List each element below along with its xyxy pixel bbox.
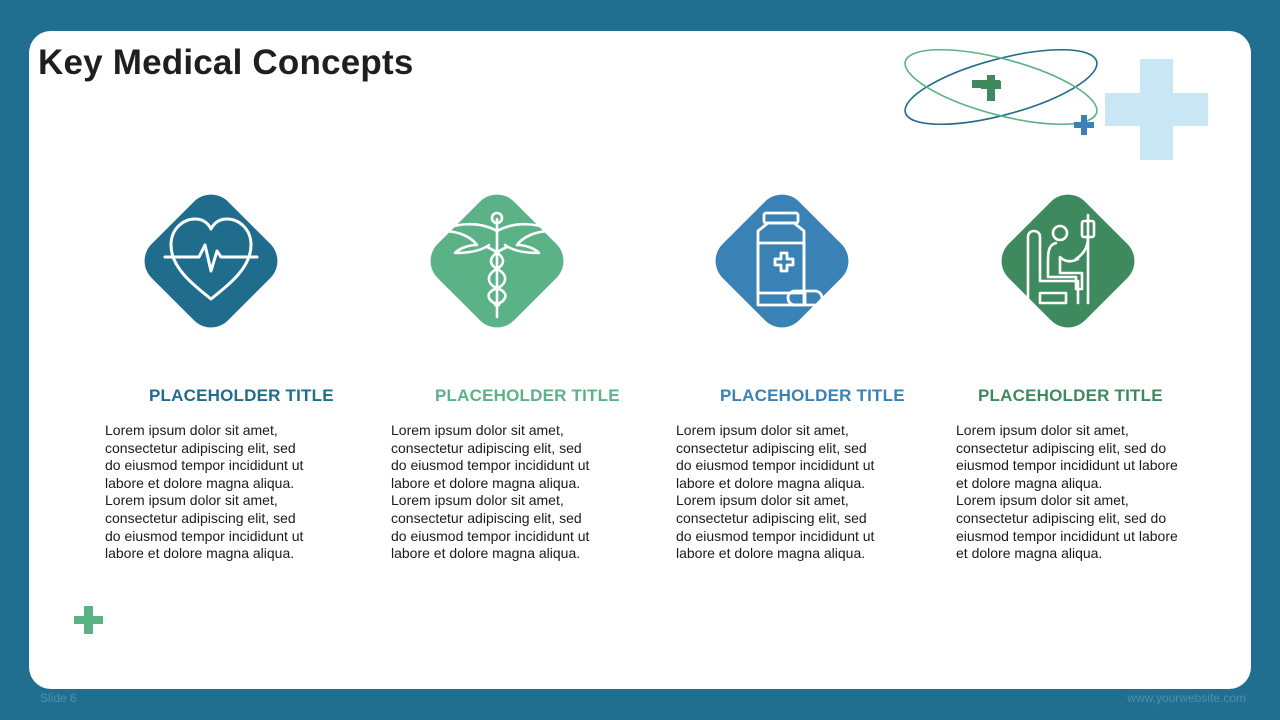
slide-card: Key Medical Concepts PLACEH: [29, 31, 1251, 689]
green-cross-bottom-icon: [74, 606, 103, 634]
page-title: Key Medical Concepts: [38, 43, 414, 82]
concept-text-2: Lorem ipsum dolor sit amet, consectetur …: [391, 422, 590, 562]
concept-title-1: PLACEHOLDER TITLE: [149, 386, 334, 405]
orbit-rings-icon: [904, 48, 1098, 126]
iv-patient-icon: [1001, 194, 1135, 328]
orbit-cross-decoration: [904, 48, 1208, 160]
medicine-bottle-icon: [715, 194, 849, 328]
concept-title-2: PLACEHOLDER TITLE: [435, 386, 620, 405]
caduceus-icon: [430, 194, 564, 328]
website-link[interactable]: www.yourwebsite.com: [1127, 691, 1246, 705]
concept-title-3: PLACEHOLDER TITLE: [720, 386, 905, 405]
green-cross-icon: [972, 75, 1001, 101]
concept-text-4: Lorem ipsum dolor sit amet, consectetur …: [956, 422, 1178, 562]
slide-number: Slide 6: [40, 691, 77, 705]
pale-blue-cross-icon: [1105, 59, 1208, 160]
concept-text-3: Lorem ipsum dolor sit amet, consectetur …: [676, 422, 875, 562]
concept-text-1: Lorem ipsum dolor sit amet, consectetur …: [105, 422, 304, 562]
concept-title-4: PLACEHOLDER TITLE: [978, 386, 1163, 405]
blue-cross-small-icon: [1074, 115, 1094, 135]
heartbeat-icon: [144, 194, 278, 328]
